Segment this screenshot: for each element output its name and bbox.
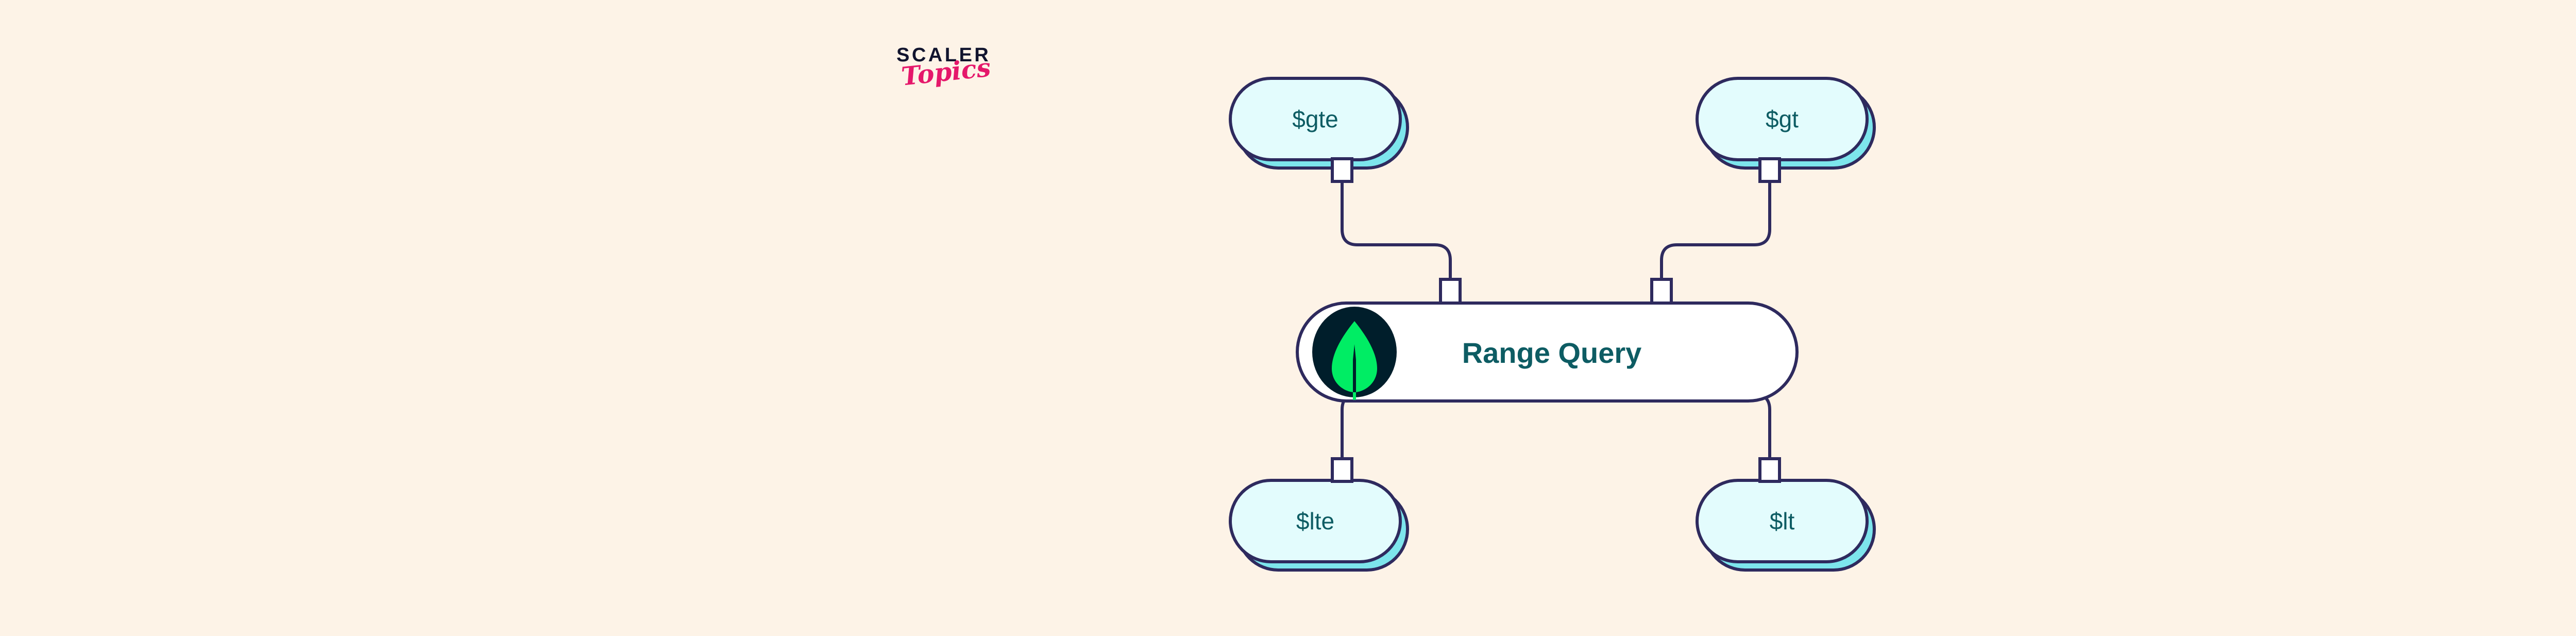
range-query-mindmap: $gte $gt $lte $lt	[1229, 77, 1876, 572]
node-gte-label: $gte	[1292, 106, 1338, 132]
connector-gt-to-center	[1660, 173, 1771, 290]
node-gte-body	[1229, 77, 1402, 161]
node-gt-label: $gt	[1766, 106, 1799, 132]
node-lt-body	[1696, 479, 1869, 563]
center-node-range-query[interactable]: Range Query	[1296, 278, 1799, 403]
node-gt-port	[1758, 157, 1781, 183]
node-lt-port	[1758, 457, 1781, 483]
node-lte[interactable]: $lte	[1229, 457, 1409, 572]
node-lte-body	[1229, 479, 1402, 563]
node-gte-port	[1331, 157, 1353, 183]
node-lte-label: $lte	[1296, 508, 1334, 534]
node-gte[interactable]: $gte	[1229, 77, 1409, 183]
connector-gte-to-center	[1341, 173, 1452, 290]
node-lt[interactable]: $lt	[1696, 457, 1876, 572]
mongodb-leaf-icon	[1312, 307, 1397, 400]
scaler-topics-logo: SCALER Topics	[885, 45, 1055, 112]
node-gt[interactable]: $gt	[1696, 77, 1876, 183]
center-node-label: Range Query	[1462, 337, 1642, 369]
logo-wordmark-scaler: SCALER	[896, 44, 991, 66]
node-gt-body	[1696, 77, 1869, 161]
center-node-body	[1296, 302, 1799, 403]
node-lte-port	[1331, 457, 1353, 483]
node-lt-label: $lt	[1770, 508, 1795, 534]
